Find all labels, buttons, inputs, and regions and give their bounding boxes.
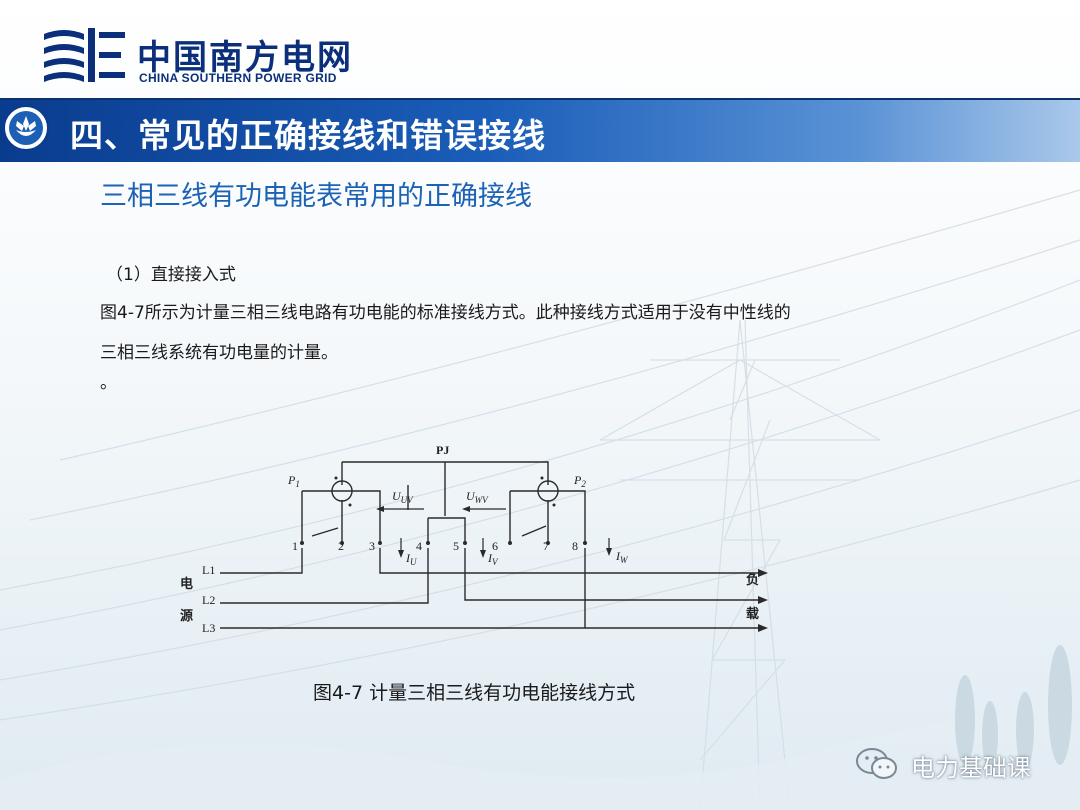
- paragraph-description-line2: 三相三线系统有功电量的计量。: [100, 343, 338, 363]
- paragraph-stray-period: 。: [100, 373, 117, 393]
- page-title: 四、常见的正确接线和错误接线: [70, 116, 546, 155]
- source-label-1: 电: [180, 576, 193, 592]
- wechat-icon: [856, 748, 897, 779]
- wattmeter-p2-label: P2: [573, 473, 586, 489]
- wiring-diagram: PJ P1 P2 UUV UWV 1 2 3 4 5 6 7 8 IU IV I…: [180, 443, 768, 635]
- paragraph-method-heading: （1）直接接入式: [106, 265, 236, 285]
- terminal-1-label: 1: [292, 539, 298, 553]
- terminal-7-label: 7: [543, 539, 549, 553]
- line-l1-label: L1: [202, 563, 215, 577]
- power-grid-logo-icon: [44, 28, 125, 82]
- load-label-2: 载: [746, 606, 759, 622]
- voltage-uv-label: UUV: [392, 489, 414, 505]
- slide-subtitle: 三相三线有功电能表常用的正确接线: [100, 181, 532, 212]
- terminal-4-label: 4: [416, 539, 422, 553]
- watermark-text: 电力基础课: [911, 754, 1031, 782]
- terminal-6-label: 6: [492, 539, 498, 553]
- flower-emblem-icon: [3, 105, 49, 151]
- section-title-bar: 四、常见的正确接线和错误接线: [0, 98, 1080, 162]
- brand-name-cn: 中国南方电网: [137, 38, 353, 78]
- brand-name-en: CHINA SOUTHERN POWER GRID: [139, 71, 337, 85]
- line-l2-label: L2: [202, 593, 215, 607]
- figure-caption: 图4-7 计量三相三线有功电能接线方式: [313, 682, 636, 704]
- terminal-2-label: 2: [338, 539, 344, 553]
- current-w-label: IW: [615, 549, 629, 565]
- terminal-5-label: 5: [453, 539, 459, 553]
- wattmeter-p1-label: P1: [287, 473, 300, 489]
- voltage-wv-label: UWV: [466, 489, 489, 505]
- meter-label: PJ: [436, 443, 449, 457]
- terminal-8-label: 8: [572, 539, 578, 553]
- current-u-label: IU: [405, 551, 417, 567]
- line-l3-label: L3: [202, 621, 215, 635]
- load-label-1: 负: [746, 572, 759, 588]
- source-label-2: 源: [180, 608, 193, 624]
- paragraph-description-line1: 图4-7所示为计量三相三线电路有功电能的标准接线方式。此种接线方式适用于没有中性…: [100, 303, 791, 323]
- current-v-label: IV: [487, 551, 499, 567]
- terminal-3-label: 3: [369, 539, 375, 553]
